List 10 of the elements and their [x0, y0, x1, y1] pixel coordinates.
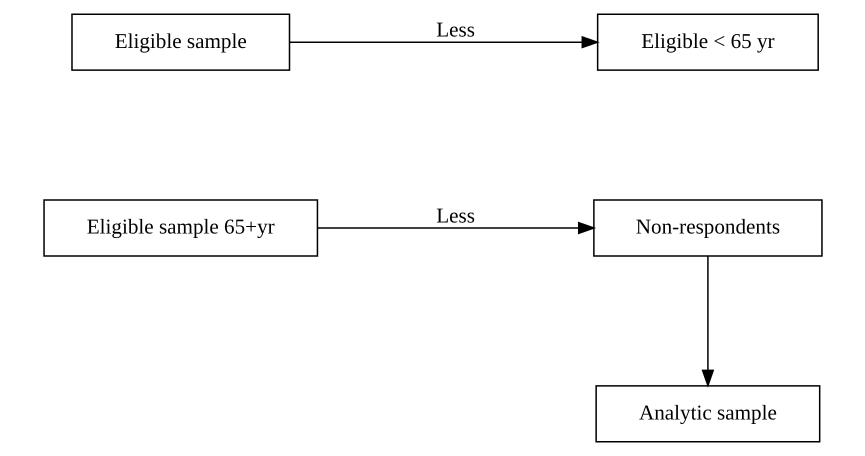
node-box: Non-respondents — [592, 199, 822, 257]
edge-label: Less — [436, 17, 475, 42]
node-box: Analytic sample — [594, 385, 820, 442]
node-box: Eligible < 65 yr — [596, 14, 818, 71]
node-box: Eligible sample — [70, 14, 290, 71]
arrow — [701, 256, 714, 388]
node-box: Eligible sample 65+yr — [42, 199, 318, 257]
arrow — [289, 36, 600, 49]
edge-label: Less — [436, 203, 475, 228]
arrow — [317, 222, 596, 234]
